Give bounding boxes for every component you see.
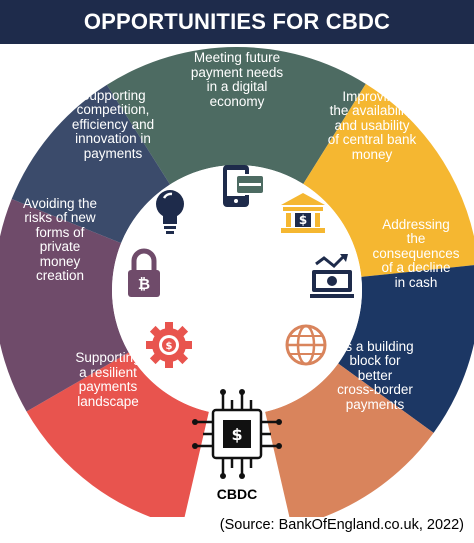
segment-label-line: of a decline [381, 260, 451, 276]
segment-label-line: and usability [334, 117, 410, 133]
segment-label-line: in cash [394, 274, 438, 290]
segment-label-line: creation [35, 268, 85, 283]
segment-label-line: the availability [329, 103, 415, 119]
svg-text:$: $ [231, 425, 242, 444]
segment-label-line: cross-border [337, 382, 413, 398]
segment-label-line: payments [78, 379, 138, 394]
segment-label-line: in a digital [206, 79, 268, 94]
segment-label-line: Meeting future [193, 50, 281, 65]
segment-label-line: efficiency and [71, 116, 155, 132]
segment-label-line: Addressing [382, 216, 450, 232]
center-label: CBDC [216, 486, 258, 502]
segment-label-line: Avoiding the [22, 195, 98, 211]
segment-label-line: competition, [76, 102, 150, 118]
cash-icon [310, 254, 354, 298]
segment-label-line: economy [209, 93, 265, 109]
segment-label-line: Supporting [75, 350, 141, 365]
segment-label-line: innovation in [75, 131, 151, 147]
segment-decline-in-cash [338, 265, 474, 433]
segment-label-line: private [39, 239, 81, 254]
source-note: (Source: BankOfEngland.co.uk, 2022) [219, 517, 464, 533]
lock-icon: ₿ [128, 248, 160, 297]
segment-label-line: consequences [372, 245, 460, 261]
segment-label-line: As a building [336, 338, 414, 354]
segment-resilient-landscape [26, 352, 209, 517]
segment-label-line: risks of new [24, 210, 96, 225]
segment-label-line: Improving [342, 88, 402, 104]
svg-text:$: $ [166, 341, 173, 352]
segment-label-line: of central bank [327, 132, 417, 148]
cbdc-wheel: $ [0, 47, 474, 517]
segment-label-line: forms of [35, 224, 85, 240]
chip-icon: $ [192, 389, 282, 479]
globe-icon [285, 324, 327, 366]
segment-private-money [0, 198, 129, 412]
segment-label-line: money [39, 253, 81, 269]
lightbulb-icon [156, 190, 184, 234]
segment-label-line: landscape [77, 393, 139, 409]
segment-label-line: the [406, 231, 426, 247]
card-reader-icon [223, 165, 265, 207]
segment-label-line: payments [83, 145, 143, 161]
page-title: OPPORTUNITIES FOR CBDC [83, 9, 391, 34]
svg-text:$: $ [299, 213, 307, 227]
title-bar: OPPORTUNITIES FOR CBDC [0, 0, 474, 44]
segment-label-line: money [351, 146, 393, 162]
segment-central-bank-money [303, 83, 474, 277]
bank-icon: $ [281, 193, 325, 233]
segment-label-line: better [357, 367, 393, 383]
segment-label-line: Supporting [80, 87, 146, 103]
segment-competition [11, 84, 171, 244]
segment-label-line: payments [345, 396, 405, 412]
segment-label-line: a resilient [79, 364, 137, 380]
segment-cross-border [265, 363, 434, 517]
segment-label-line: block for [349, 353, 401, 369]
svg-text:₿: ₿ [138, 275, 150, 293]
segment-digital-economy [106, 47, 366, 185]
segment-label-line: payment needs [190, 64, 284, 80]
